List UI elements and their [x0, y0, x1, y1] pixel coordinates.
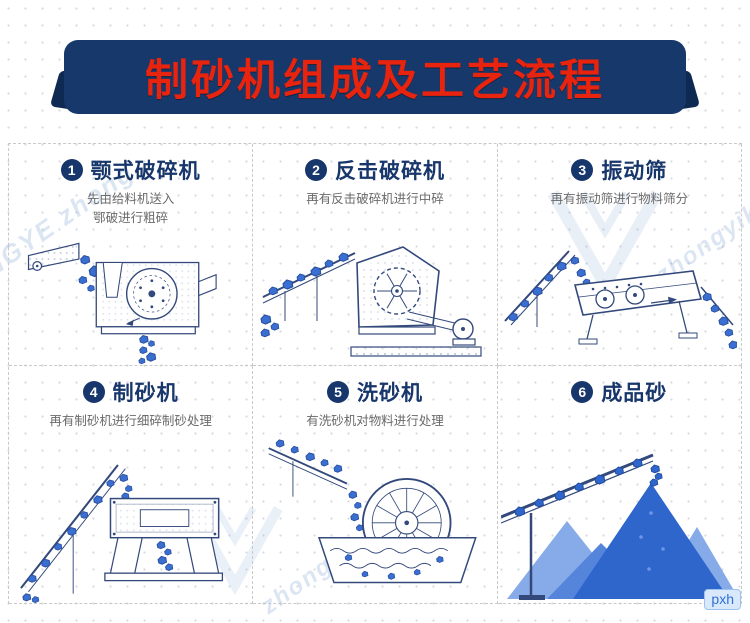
step-number-badge: 4 [82, 381, 105, 403]
step-number-badge: 1 [60, 159, 83, 181]
panel-title: 洗砂机 [356, 382, 423, 405]
panel-description: 再有反击破碎机进行中碎 [306, 192, 444, 206]
panel-title: 反击破碎机 [334, 160, 445, 183]
page-title: 制砂机组成及工艺流程 [145, 57, 605, 105]
panel-title: 制砂机 [112, 382, 179, 405]
panel-title: 颚式破碎机 [90, 160, 201, 183]
pxh-badge: pxh [704, 589, 741, 610]
sand-washer-illustration [253, 437, 496, 603]
panel-title: 振动筛 [601, 160, 668, 183]
panel-title: 成品砂 [601, 382, 668, 405]
panel-jaw-crusher: 1 颚式破碎机 先由给料机送入鄂破进行粗碎 [9, 144, 254, 366]
panel-description: 再有制砂机进行细碎制砂处理 [49, 414, 212, 428]
header-banner: 制砂机组成及工艺流程 [64, 40, 686, 114]
step-number-badge: 5 [326, 381, 349, 403]
finished-sand-illustration [498, 417, 741, 603]
panel-description: 再有振动筛进行物料筛分 [550, 192, 689, 206]
process-grid: 1 颚式破碎机 先由给料机送入鄂破进行粗碎 [8, 143, 742, 604]
panel-description: 有洗砂机对物料进行处理 [306, 414, 444, 428]
sand-maker-illustration [9, 437, 252, 603]
panel-description: 先由给料机送入鄂破进行粗碎 [86, 192, 175, 225]
panel-vibrating-screen: 3 振动筛 再有振动筛进行物料筛分 [497, 144, 742, 366]
panel-finished-sand: 6 成品砂 [497, 366, 742, 604]
step-number-badge: 3 [571, 159, 594, 181]
step-number-badge: 6 [571, 381, 594, 403]
step-number-badge: 2 [304, 159, 327, 181]
panel-impact-crusher: 2 反击破碎机 再有反击破碎机进行中碎 [253, 144, 498, 366]
panel-sand-washer: 5 洗砂机 有洗砂机对物料进行处理 [253, 366, 498, 604]
panel-sand-maker: 4 制砂机 再有制砂机进行细碎制砂处理 [9, 366, 254, 604]
impact-crusher-illustration [253, 233, 496, 365]
jaw-crusher-illustration [9, 233, 252, 365]
vibrating-screen-illustration [498, 233, 741, 365]
